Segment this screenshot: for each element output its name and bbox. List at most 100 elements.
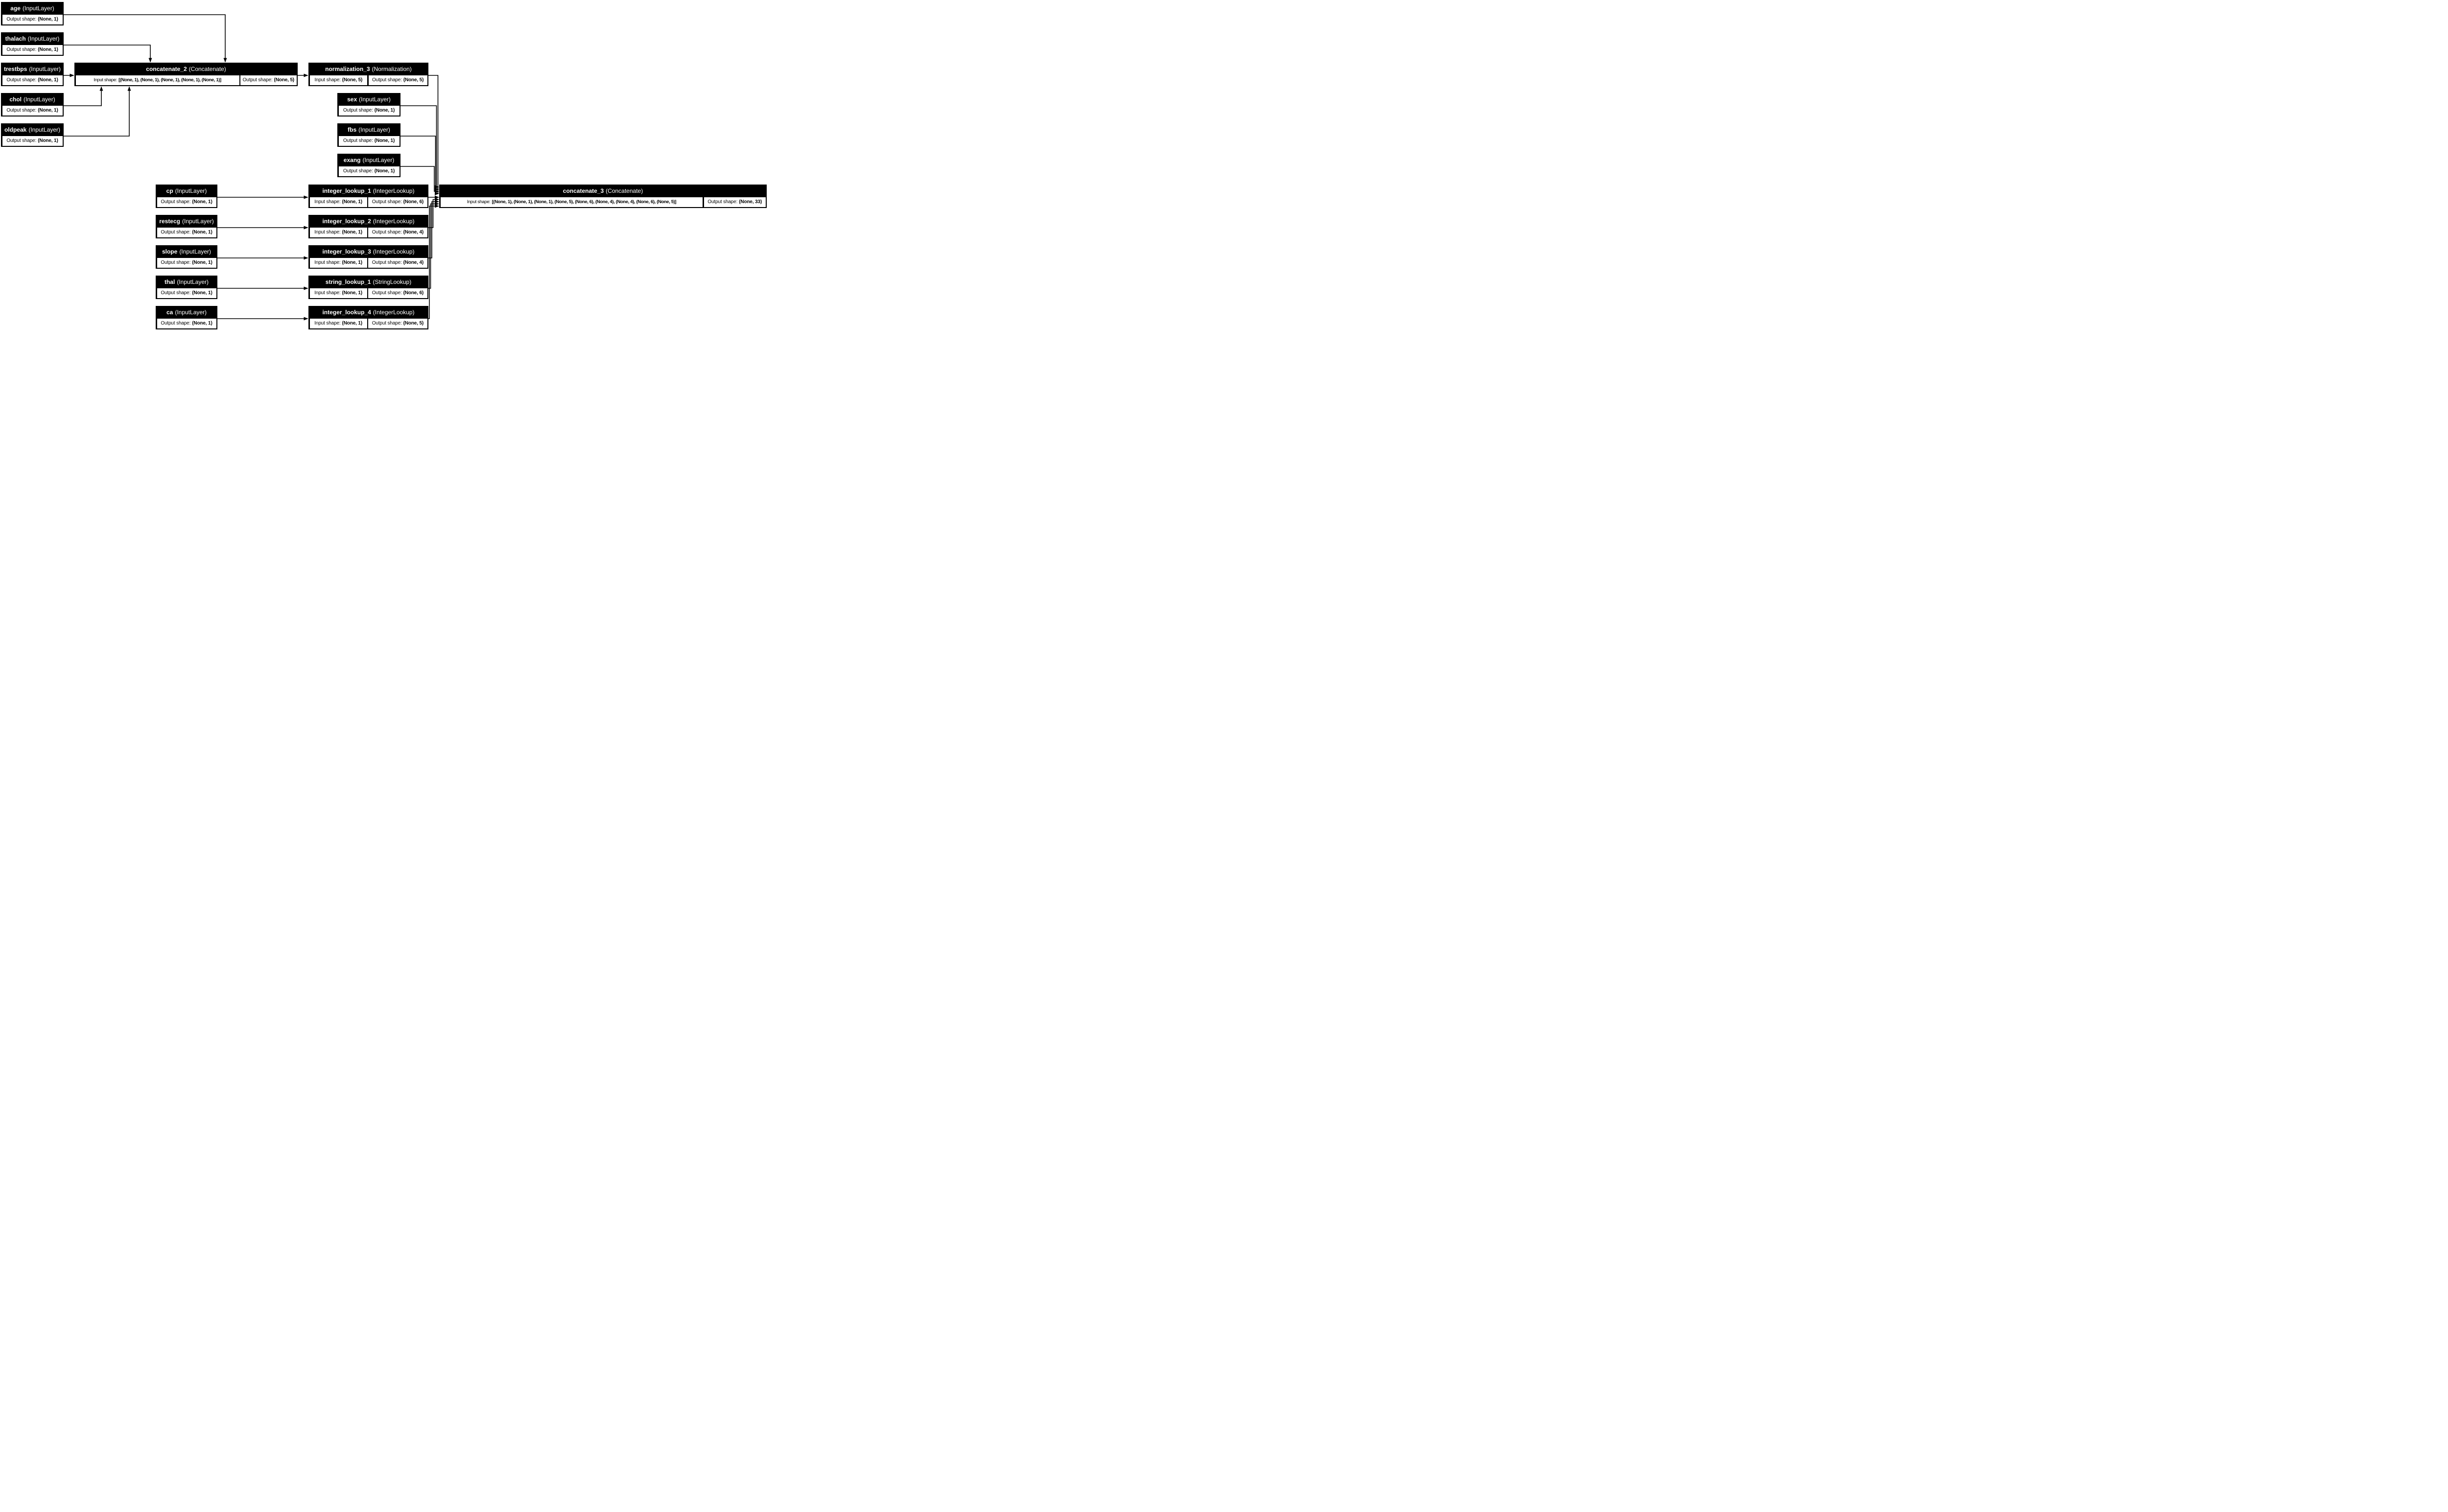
shape-label: Output shape: — [343, 168, 373, 174]
shape-label: Output shape: — [6, 17, 37, 23]
shape-label: Output shape: — [161, 321, 191, 326]
layer-node-body: Output shape:(None, 1) — [2, 106, 63, 116]
layer-name: thal — [164, 279, 175, 285]
shape-value: (None, 1) — [374, 138, 395, 144]
output-shape-cell: Output shape:(None, 1) — [338, 106, 400, 116]
layer-node-body: Output shape:(None, 1) — [338, 136, 400, 146]
shape-value: (None, 5) — [403, 77, 424, 83]
output-shape-cell: Output shape:(None, 33) — [704, 197, 766, 207]
shape-label: Output shape: — [372, 321, 402, 326]
edge-thalach-to-concatenate_2 — [64, 45, 152, 63]
edge-exang-to-concatenate_3 — [400, 166, 439, 193]
layer-node-header: slope(InputLayer) — [156, 245, 217, 258]
layer-name: slope — [162, 248, 178, 255]
input-shape-cell: Input shape:(None, 1) — [309, 228, 367, 237]
layer-node-body: Output shape:(None, 1) — [157, 228, 216, 237]
layer-name: integer_lookup_1 — [322, 187, 371, 194]
layer-class: (InputLayer) — [362, 157, 395, 163]
shape-label: Output shape: — [6, 77, 37, 83]
shape-value: [(None, 1), (None, 1), (None, 1), (None,… — [492, 199, 677, 205]
layer-class: (InputLayer) — [182, 218, 214, 225]
shape-value: (None, 1) — [38, 138, 58, 144]
shape-value: (None, 1) — [192, 199, 212, 205]
layer-name: ca — [166, 309, 173, 316]
layer-class: (Concatenate) — [606, 187, 643, 194]
shape-value: (None, 6) — [403, 290, 424, 296]
layer-node-body: Input shape:(None, 1)Output shape:(None,… — [309, 228, 427, 237]
shape-label: Input shape: — [314, 199, 341, 205]
layer-node-body: Output shape:(None, 1) — [2, 136, 63, 146]
layer-node-body: Input shape:(None, 1) Output shape:(None,… — [309, 288, 427, 298]
layer-node-normalization_3: normalization_3(Normalization)Input shap… — [308, 63, 428, 86]
layer-node-header: fbs(InputLayer) — [337, 123, 400, 136]
layer-node-fbs: fbs(InputLayer)Output shape:(None, 1) — [337, 123, 400, 147]
input-shape-cell: Input shape:(None, 1) — [309, 319, 367, 328]
output-shape-cell: Output shape:(None, 1) — [2, 136, 63, 146]
shape-label: Output shape: — [372, 290, 402, 296]
input-shape-cell: Input shape:[(None, 1), (None, 1), (None… — [75, 75, 239, 85]
layer-class: (InputLayer) — [358, 126, 390, 133]
layer-class: (InputLayer) — [27, 35, 60, 42]
layer-class: (IntegerLookup) — [373, 309, 415, 316]
layer-node-header: normalization_3(Normalization) — [308, 63, 428, 75]
layer-node-thal: thal(InputLayer)Output shape:(None, 1) — [156, 276, 217, 299]
shape-label: Output shape: — [161, 260, 191, 266]
shape-value: (None, 1) — [192, 321, 212, 326]
output-shape-cell: Output shape:(None, 1) — [2, 106, 63, 116]
layer-node-header: exang(InputLayer) — [337, 154, 400, 166]
layer-name: integer_lookup_4 — [322, 309, 371, 316]
layer-class: (InputLayer) — [28, 126, 61, 133]
layer-name: concatenate_2 — [146, 66, 187, 72]
layer-node-restecg: restecg(InputLayer)Output shape:(None, 1… — [156, 215, 217, 238]
layer-node-thalach: thalach(InputLayer)Output shape:(None, 1… — [1, 32, 64, 56]
shape-label: Output shape: — [707, 199, 738, 205]
layer-node-header: restecg(InputLayer) — [156, 215, 217, 228]
output-shape-cell: Output shape:(None, 1) — [157, 197, 216, 207]
layer-name: thalach — [5, 35, 26, 42]
shape-label: Input shape: — [314, 260, 341, 266]
layer-name: fbs — [348, 126, 357, 133]
edge-integer_lookup_4-to-concatenate_3 — [428, 204, 439, 319]
shape-label: Output shape: — [161, 290, 191, 296]
layer-node-integer_lookup_3: integer_lookup_3(IntegerLookup)Input sha… — [308, 245, 428, 269]
layer-name: sex — [347, 96, 357, 103]
edge-integer_lookup_3-to-concatenate_3 — [428, 200, 439, 258]
shape-value: [(None, 1), (None, 1), (None, 1), (None,… — [118, 77, 221, 83]
layer-node-slope: slope(InputLayer)Output shape:(None, 1) — [156, 245, 217, 269]
shape-value: (None, 1) — [38, 77, 58, 83]
layer-node-integer_lookup_1: integer_lookup_1(IntegerLookup)Input sha… — [308, 185, 428, 208]
edge-sex-to-concatenate_3 — [400, 105, 439, 189]
layer-class: (InputLayer) — [179, 248, 212, 255]
layer-name: string_lookup_1 — [325, 279, 371, 285]
input-shape-cell: Input shape:(None, 1) — [309, 288, 367, 298]
shape-value: (None, 1) — [342, 199, 363, 205]
layer-node-concatenate_3: concatenate_3(Concatenate)Input shape:[(… — [439, 185, 767, 208]
layer-name: integer_lookup_2 — [322, 218, 371, 225]
layer-node-body: Input shape:[(None, 1), (None, 1), (None… — [75, 75, 297, 85]
output-shape-cell: Output shape:(None, 4) — [368, 258, 427, 268]
shape-label: Output shape: — [161, 230, 191, 235]
layer-node-body: Output shape:(None, 1) — [157, 197, 216, 207]
shape-value: (None, 1) — [342, 260, 363, 266]
layer-node-age: age(InputLayer)Output shape:(None, 1) — [1, 2, 64, 25]
layer-node-trestbps: trestbps(InputLayer)Output shape:(None, … — [1, 63, 64, 86]
layer-class: (Concatenate) — [188, 66, 226, 72]
output-shape-cell: Output shape:(None, 4) — [368, 228, 427, 237]
layer-node-ca: ca(InputLayer)Output shape:(None, 1) — [156, 306, 217, 329]
shape-value: (None, 5) — [403, 321, 424, 326]
layer-name: oldpeak — [4, 126, 27, 133]
layer-node-body: Output shape:(None, 1) — [2, 75, 63, 85]
layer-node-body: Input shape:(None, 1)Output shape:(None,… — [309, 319, 427, 328]
shape-value: (None, 1) — [342, 321, 363, 326]
layer-class: (InputLayer) — [29, 66, 61, 72]
layer-name: integer_lookup_3 — [322, 248, 371, 255]
layer-node-header: integer_lookup_3(IntegerLookup) — [308, 245, 428, 258]
layer-node-header: trestbps(InputLayer) — [1, 63, 64, 75]
layer-name: trestbps — [3, 66, 27, 72]
input-shape-cell: Input shape:(None, 1) — [309, 258, 367, 268]
shape-value: (None, 33) — [739, 199, 762, 205]
layer-node-body: Output shape:(None, 1) — [157, 258, 216, 268]
shape-label: Output shape: — [343, 138, 373, 144]
shape-label: Output shape: — [372, 260, 402, 266]
layer-class: (Normalization) — [372, 66, 412, 72]
